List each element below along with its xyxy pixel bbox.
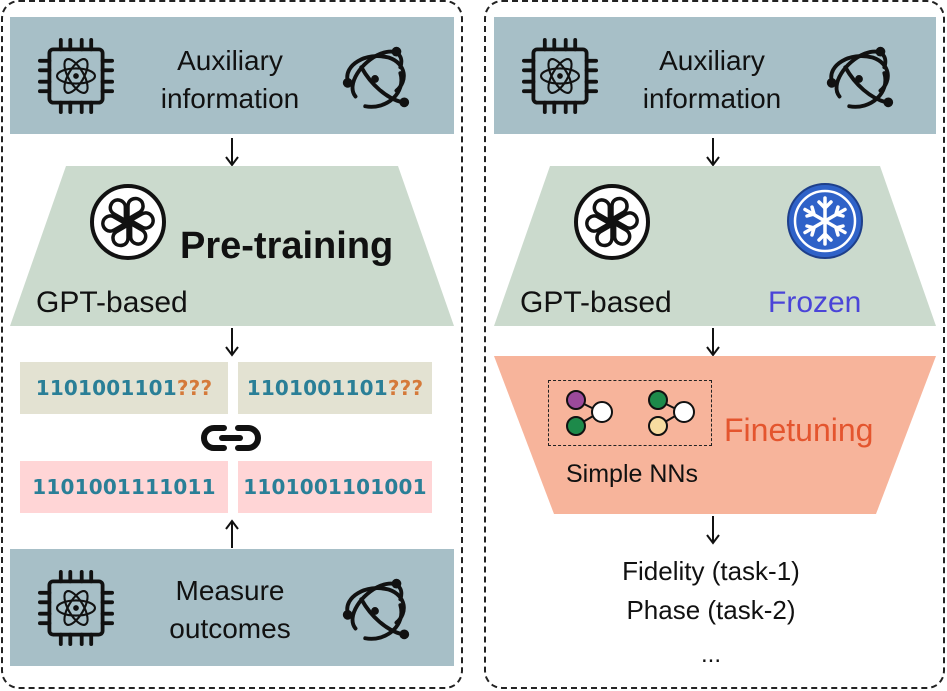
left-arrow-up [225,519,239,548]
bits-box-bottom-left: 1101001111011 [20,461,228,513]
left-panel [1,0,463,689]
bits-top-right-unknown: ??? [387,376,424,400]
output-more: ... [700,641,721,668]
right-arrow-1 [706,138,720,167]
bits-top-right-known: 1101001101 [246,376,388,400]
right-aux-line2: information [642,83,782,114]
right-aux-line1: Auxiliary [659,45,765,76]
measure-line1: Measure [175,575,285,606]
left-aux-atom-icon [336,38,414,116]
finetuning-label: Finetuning [724,412,874,448]
bits-top-left-unknown: ??? [176,376,213,400]
bits-box-bottom-right: 1101001101001 [238,461,432,513]
link-icon [201,425,261,451]
left-aux-line1: Auxiliary [177,45,283,76]
frozen-label: Frozen [768,286,862,319]
right-aux-atom-icon [820,38,898,116]
right-gpt-label: GPT-based [520,286,672,319]
right-openai-icon [572,182,652,262]
output-phase: Phase (task-2) [626,595,796,625]
bits-top-left-known: 1101001101 [35,376,177,400]
bits-bottom-left: 1101001111011 [32,475,216,499]
left-arrow-1 [225,138,239,167]
measure-atom-icon [336,570,414,648]
left-arrow-2 [225,328,239,357]
right-aux-chip-icon [522,38,598,114]
left-aux-chip-icon [38,38,114,114]
bits-box-top-left: 1101001101??? [20,362,228,414]
simple-nns-label: Simple NNs [566,460,698,488]
measure-line2: outcomes [169,613,291,644]
bits-bottom-right: 1101001101001 [243,475,427,499]
left-gpt-label: GPT-based [36,286,188,319]
right-panel [484,0,945,689]
snowflake-icon [787,183,863,259]
measure-chip-icon [38,570,114,646]
nn-icon-1 [566,390,613,436]
left-pretraining-label: Pre-training [180,225,394,267]
finetuning-trapezoid [494,356,936,514]
output-fidelity: Fidelity (task-1) [622,556,800,586]
bits-box-top-right: 1101001101??? [238,362,432,414]
right-arrow-3 [706,516,720,545]
right-arrow-2 [706,328,720,357]
left-aux-line2: information [160,83,300,114]
simple-nns-dashed-box [548,380,712,446]
left-openai-icon [88,182,168,262]
nn-icon-2 [648,390,695,436]
